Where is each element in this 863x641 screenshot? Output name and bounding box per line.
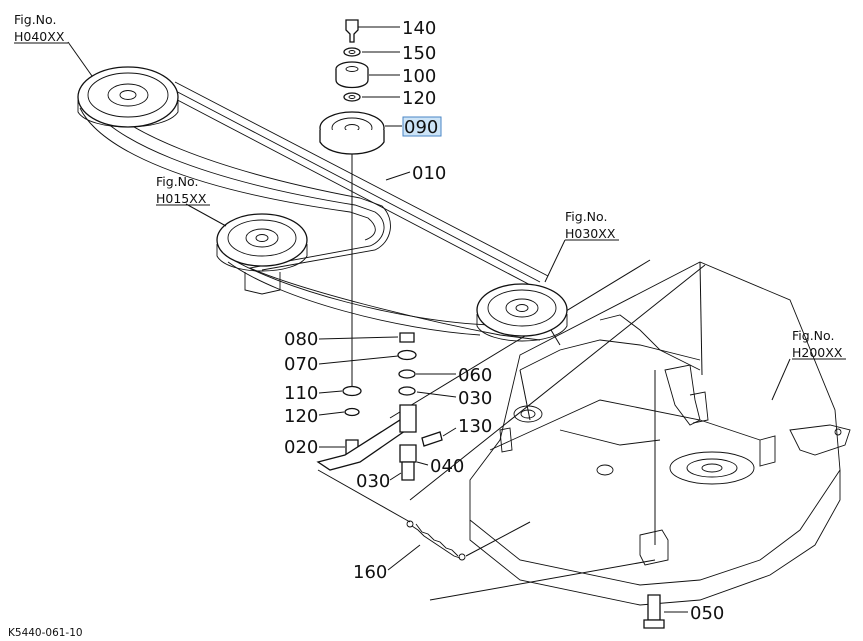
image-code: K5440-061-10 xyxy=(8,627,83,639)
pulley-middle xyxy=(216,213,308,295)
fig-ref-label: Fig.No. xyxy=(14,12,56,27)
fig-ref-h040[interactable]: Fig.No. H040XX xyxy=(14,12,68,44)
fig-ref-number: H200XX xyxy=(792,345,843,360)
callout-030-lower[interactable]: 030 xyxy=(356,471,390,492)
callout-140[interactable]: 140 xyxy=(402,18,436,39)
callout-090[interactable]: 090 xyxy=(404,117,438,138)
leader-lines xyxy=(67,26,791,613)
callout-040[interactable]: 040 xyxy=(430,456,464,477)
fig-ref-number: H040XX xyxy=(14,29,65,44)
fig-ref-label: Fig.No. xyxy=(156,174,198,189)
callout-030-upper[interactable]: 030 xyxy=(458,388,492,409)
fig-ref-number: H030XX xyxy=(565,226,616,241)
callout-010[interactable]: 010 xyxy=(412,163,446,184)
fig-ref-h015[interactable]: Fig.No. H015XX xyxy=(156,174,210,206)
mower-deck xyxy=(389,259,851,606)
callout-020[interactable]: 020 xyxy=(284,437,318,458)
callout-070[interactable]: 070 xyxy=(284,354,318,375)
pulley-right xyxy=(476,283,568,342)
fig-ref-number: H015XX xyxy=(156,191,207,206)
callout-120-upper[interactable]: 120 xyxy=(402,88,436,109)
fig-ref-label: Fig.No. xyxy=(792,328,834,343)
callout-160[interactable]: 160 xyxy=(353,562,387,583)
fig-ref-label: Fig.No. xyxy=(565,209,607,224)
tension-arm-assembly xyxy=(316,332,665,629)
fig-ref-h200[interactable]: Fig.No. H200XX xyxy=(792,328,846,360)
callout-100[interactable]: 100 xyxy=(402,66,436,87)
callout-150[interactable]: 150 xyxy=(402,43,436,64)
callout-110[interactable]: 110 xyxy=(284,383,318,404)
callout-080[interactable]: 080 xyxy=(284,329,318,350)
part-callouts: 140 150 100 120 090 010 080 070 060 110 … xyxy=(284,18,724,624)
callout-060[interactable]: 060 xyxy=(458,365,492,386)
callout-120-lower[interactable]: 120 xyxy=(284,406,318,427)
pulley-left-top xyxy=(77,66,179,128)
fig-ref-h030[interactable]: Fig.No. H030XX xyxy=(565,209,619,241)
idler-pulley-stack xyxy=(319,19,385,395)
callout-050[interactable]: 050 xyxy=(690,603,724,624)
callout-130[interactable]: 130 xyxy=(458,416,492,437)
callout-highlight xyxy=(402,116,442,137)
